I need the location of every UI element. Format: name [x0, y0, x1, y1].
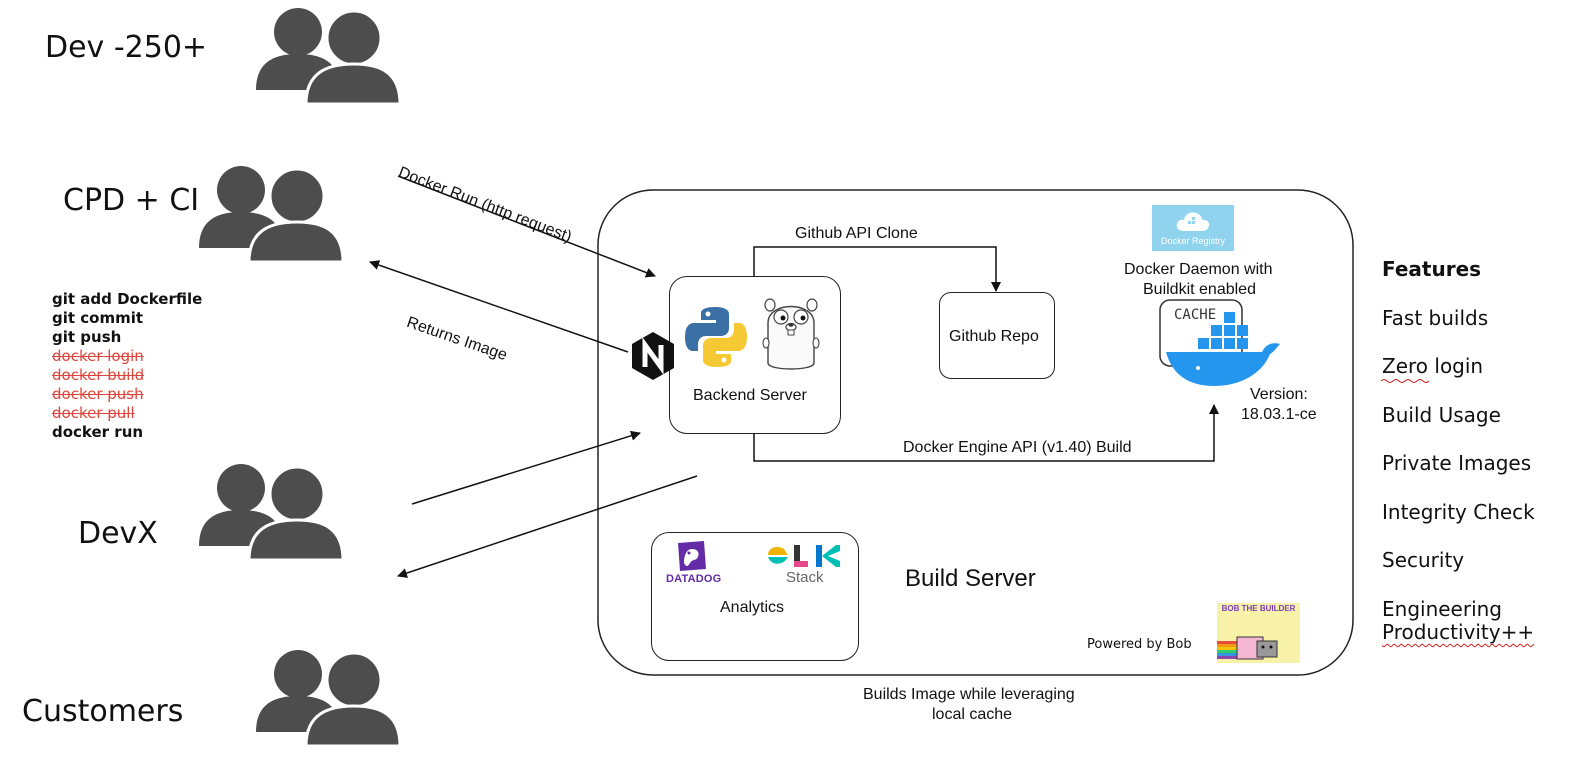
- github-clone-label: Github API Clone: [795, 225, 918, 242]
- caption-line2: local cache: [932, 706, 1013, 723]
- engine-build-connector: [753, 404, 1219, 462]
- docker-daemon-line2: Buildkit enabled: [1143, 281, 1256, 298]
- feature-item: Fast builds: [1382, 306, 1489, 330]
- build-server-container: [597, 189, 1354, 676]
- cache-label: CACHE: [1174, 307, 1217, 323]
- command-item-struck: docker build: [52, 366, 145, 384]
- command-item-struck: docker login: [52, 347, 144, 365]
- feature-item: Build Usage: [1382, 403, 1501, 427]
- docker-registry-icon: Docker Registry: [1152, 205, 1234, 251]
- nginx-icon: [632, 332, 674, 380]
- backend-server-label: Backend Server: [693, 387, 807, 404]
- gopher-icon: [762, 298, 820, 370]
- python-icon: [685, 307, 747, 367]
- features-title: Features: [1382, 257, 1482, 281]
- docker-version-line1: Version:: [1250, 386, 1308, 403]
- group-dev-label: Dev -250+: [45, 30, 208, 65]
- docker-version-line2: 18.03.1-ce: [1241, 406, 1317, 423]
- returns-image-arrow: [369, 260, 629, 353]
- docker-daemon-line1: Docker Daemon with: [1124, 261, 1273, 278]
- command-item-struck: docker push: [52, 385, 144, 403]
- command-item: git push: [52, 328, 122, 346]
- backend-server-node: Backend Server: [669, 276, 841, 434]
- github-repo-node: Github Repo: [939, 292, 1055, 379]
- docker-run-arrow: [397, 175, 656, 278]
- powered-by-label: Powered by Bob: [1087, 637, 1192, 652]
- docker-cache-icon: [1159, 299, 1280, 386]
- elk-logo-icon: [768, 545, 840, 567]
- github-repo-label: Github Repo: [949, 328, 1039, 345]
- group-customers-label: Customers: [22, 694, 184, 729]
- feature-item: Security: [1382, 548, 1465, 572]
- feature-item: Integrity Check: [1382, 500, 1535, 524]
- analytics-label: Analytics: [720, 599, 785, 616]
- feature-item: Private Images: [1382, 451, 1532, 475]
- feature-item: Engineering: [1382, 597, 1502, 621]
- bob-badge-label: BOB THE BUILDER: [1221, 604, 1296, 613]
- devx-request-arrow: [411, 430, 641, 505]
- engine-build-label: Docker Engine API (v1.40) Build: [903, 439, 1132, 456]
- people-icon: [199, 464, 343, 562]
- caption-line1: Builds Image while leveraging: [863, 686, 1075, 703]
- command-item: docker run: [52, 423, 144, 441]
- analytics-node: DATADOG Stack Analytics: [651, 532, 859, 661]
- github-clone-connector: [753, 246, 1001, 292]
- feature-item: Zero login: [1382, 354, 1483, 378]
- nyan-cat-icon: [1217, 636, 1278, 660]
- people-icon: [256, 650, 400, 748]
- docker-registry-label: Docker Registry: [1160, 236, 1225, 246]
- people-icon: [199, 166, 343, 264]
- datadog-icon: [678, 541, 706, 571]
- cloud-icon: [1176, 212, 1210, 231]
- command-item-struck: docker pull: [52, 404, 135, 422]
- group-devx-label: DevX: [78, 516, 158, 551]
- customers-return-arrow: [397, 475, 698, 578]
- command-item: git commit: [52, 309, 144, 327]
- people-icon: [256, 8, 400, 106]
- spellcheck-underline: [1381, 379, 1429, 383]
- datadog-label: DATADOG: [666, 573, 722, 585]
- feature-item: Productivity++: [1382, 620, 1535, 644]
- build-server-label: Build Server: [905, 565, 1036, 592]
- command-item: git add Dockerfile: [52, 290, 203, 308]
- feature-item-text: Zero login: [1382, 354, 1484, 378]
- group-cpd-label: CPD + CI: [63, 183, 200, 218]
- elk-stack-label: Stack: [786, 569, 824, 586]
- bob-the-builder-badge: BOB THE BUILDER: [1217, 603, 1300, 663]
